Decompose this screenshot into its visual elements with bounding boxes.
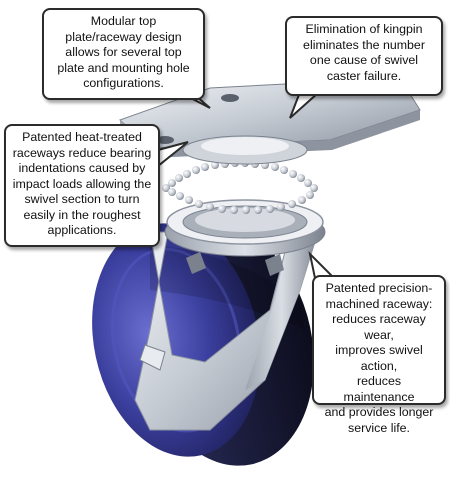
callout-top-plate: Modular top plate/raceway design allows … <box>42 8 205 100</box>
callout-precision-raceway: Patented precision- machined raceway: re… <box>312 275 446 435</box>
fork <box>134 231 319 431</box>
lower-raceway <box>164 199 326 257</box>
callout-kingpin: Elimination of kingpin eliminates the nu… <box>285 16 443 96</box>
callout-heat-treated-raceways: Patented heat-treated raceways reduce be… <box>4 124 160 247</box>
